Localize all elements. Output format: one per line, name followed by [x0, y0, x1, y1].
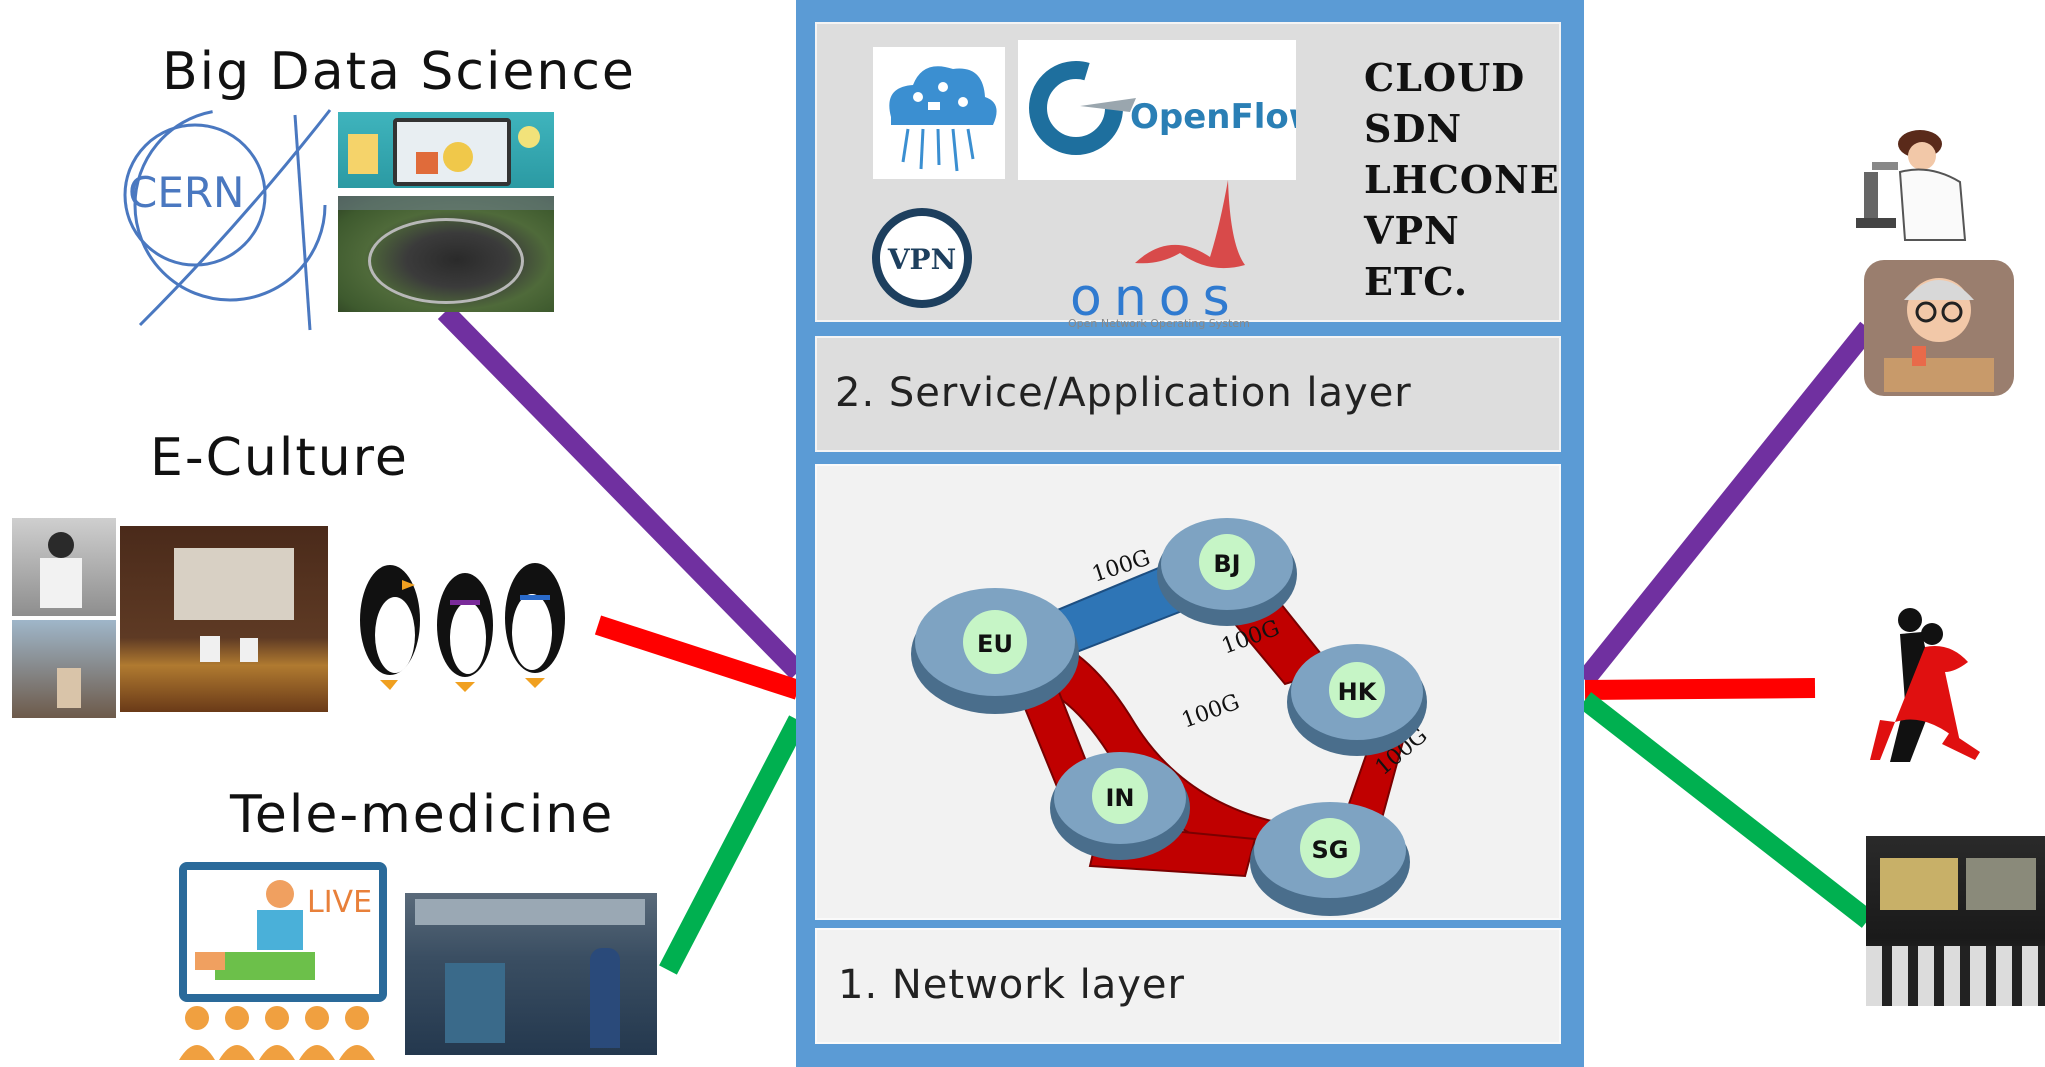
tech-item-cloud: CLOUD	[1364, 55, 1526, 100]
big-data-science-label: Big Data Science	[162, 42, 636, 102]
green-line-right	[1578, 692, 1875, 928]
openflow-logo: OpenFlow	[1018, 40, 1320, 180]
network-layer-label: 1. Network layer	[838, 962, 1185, 1008]
node-eu: EU	[911, 588, 1079, 714]
node-bj: BJ	[1157, 518, 1297, 626]
cloud-icon	[873, 47, 1005, 179]
red-line-left	[594, 615, 802, 700]
tech-list: CLOUD SDN LHCONE VPN ETC.	[1364, 52, 1560, 307]
tech-item-sdn: SDN	[1364, 106, 1463, 151]
onos-text: onos	[1070, 268, 1242, 328]
node-label-sg: SG	[1312, 836, 1349, 864]
node-label-eu: EU	[977, 630, 1013, 658]
tele-medicine-label: Tele-medicine	[230, 785, 615, 845]
service-layer-box	[815, 336, 1561, 452]
node-hk: HK	[1287, 644, 1427, 756]
tango-dancers-icon	[1870, 608, 1980, 762]
network-topology-diagram: 100G 100G 100G 100G BJ EU HK IN SG	[911, 518, 1432, 916]
service-layer-label: 2. Service/Application layer	[835, 370, 1412, 416]
performer-photo-1	[12, 518, 116, 616]
tech-item-etc: ETC.	[1364, 259, 1469, 304]
scientist-microscope-icon	[1856, 130, 1967, 241]
node-label-bj: BJ	[1213, 550, 1240, 578]
openflow-text: OpenFlow	[1130, 97, 1296, 137]
node-sg: SG	[1250, 802, 1410, 916]
telemedicine-live-icon: LIVE	[179, 862, 387, 1060]
surgery-room-photo	[405, 893, 657, 1055]
onos-logo: onos Open Network Operating System	[1060, 175, 1300, 339]
link-label-eu-sg: 100G	[1179, 690, 1244, 734]
lecture-hall-icon	[1866, 836, 2045, 1006]
red-line-right	[1584, 678, 1816, 700]
green-line-left	[659, 715, 807, 975]
old-scientist-icon	[1864, 260, 2014, 396]
vpn-logo-text: VPN	[887, 243, 956, 276]
node-in: IN	[1050, 752, 1190, 860]
network-layer-box	[815, 928, 1561, 1044]
live-text: LIVE	[307, 885, 372, 920]
data-science-illustration	[338, 112, 554, 188]
penguins-icon	[360, 563, 565, 692]
tech-item-vpn: VPN	[1364, 208, 1460, 253]
tech-item-lhcone: LHCONE	[1364, 157, 1560, 202]
purple-line-left	[437, 304, 806, 680]
purple-line-right	[1577, 321, 1876, 687]
node-label-in: IN	[1105, 784, 1134, 812]
cern-logo-icon: CERN	[123, 108, 332, 331]
onos-subtitle: Open Network Operating System	[1068, 317, 1250, 330]
concert-hall-photo	[120, 526, 328, 712]
cern-text: CERN	[128, 168, 244, 217]
node-label-hk: HK	[1338, 678, 1378, 706]
e-culture-label: E-Culture	[150, 428, 409, 488]
lhc-aerial-photo	[338, 196, 554, 312]
performer-photo-2	[12, 620, 116, 718]
vpn-logo-icon: VPN	[872, 193, 972, 327]
